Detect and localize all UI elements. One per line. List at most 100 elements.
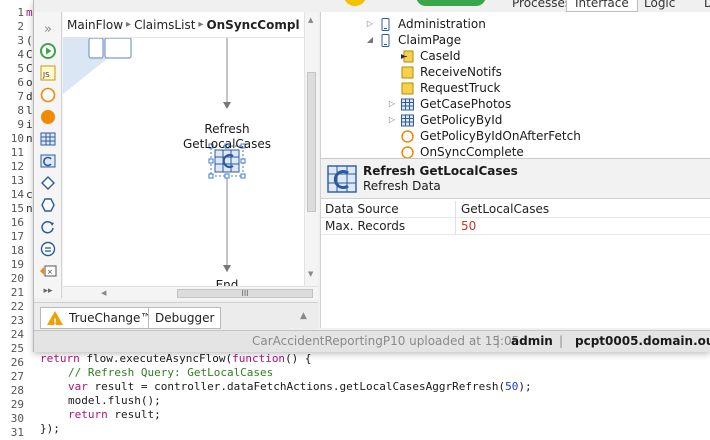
tab-processes[interactable]: Processes: [512, 0, 572, 10]
expand-icon[interactable]: ▷: [388, 115, 396, 124]
tab-truechange[interactable]: ! TrueChange™: [40, 307, 160, 329]
publish-button-edge[interactable]: [416, 0, 486, 6]
line-number: 26: [10, 356, 24, 369]
toolbox-more-icon[interactable]: ▸▸: [43, 286, 53, 296]
breadcrumb-claimslist[interactable]: ClaimsList: [134, 17, 196, 32]
code-line-26: return flow.executeAsyncFlow(function() …: [40, 352, 312, 365]
line-number: 19: [10, 258, 24, 271]
scroll-down-icon[interactable]: ▼: [308, 270, 314, 278]
property-value[interactable]: 50: [461, 219, 477, 233]
code-line-27: // Refresh Query: GetLocalCases: [68, 366, 274, 379]
line-number: 15: [10, 202, 24, 215]
expand-panel-icon[interactable]: ▲: [300, 311, 307, 321]
tree-item-label: Administration: [398, 17, 486, 31]
property-label: Max. Records: [325, 219, 406, 233]
line-number: 16: [10, 216, 24, 229]
line-number: 21: [10, 286, 24, 299]
horizontal-scroll-thumb[interactable]: III: [177, 289, 313, 298]
refresh-node-label-line2: GetLocalCases: [182, 137, 272, 151]
breadcrumb-current[interactable]: OnSyncCompl: [206, 17, 300, 32]
screen-icon: [379, 17, 392, 31]
javascript-tool-icon[interactable]: JS: [39, 64, 57, 82]
tree-item-label: GetCasePhotos: [420, 97, 512, 111]
tree-item-caseid[interactable]: CaseId: [387, 48, 461, 64]
tree-item-getpolicybyid[interactable]: ▷ GetPolicyById: [387, 112, 502, 128]
collapse-toolbox-icon[interactable]: »: [44, 21, 52, 37]
collapse-icon[interactable]: ◢: [366, 35, 374, 44]
aggregate-icon: [401, 114, 414, 127]
destination-tool-icon[interactable]: ×: [39, 262, 57, 280]
tab-data[interactable]: D: [704, 0, 710, 10]
status-server[interactable]: pcpt0005.domain.outsystems: [575, 334, 710, 348]
tree-item-administration[interactable]: ▷ Administration: [365, 16, 486, 32]
aggregate-tool-icon[interactable]: [39, 130, 57, 148]
action-icon: [401, 145, 414, 158]
line-number: 30: [10, 412, 24, 425]
arrow-head-icon: [223, 102, 231, 109]
breadcrumb: MainFlow ▸ ClaimsList ▸ OnSyncCompl ▶: [63, 12, 318, 38]
tree-item-onsynccomplete[interactable]: OnSyncComplete: [387, 144, 524, 158]
switch-tool-icon[interactable]: [39, 196, 57, 214]
tree-item-label: CaseId: [420, 49, 461, 63]
tree-item-label: GetPolicyById: [420, 113, 503, 127]
line-number: 23: [10, 314, 24, 327]
vertical-scrollbar[interactable]: ▲ ▼: [304, 12, 318, 286]
code-line-31: });: [40, 422, 60, 435]
expand-icon[interactable]: ▷: [388, 99, 396, 108]
horizontal-scrollbar[interactable]: ◀ III ▶: [63, 286, 325, 300]
line-number: 20: [10, 272, 24, 285]
tree-item-receivenotifs[interactable]: ReceiveNotifs: [387, 64, 502, 80]
top-tab-strip: Processes Interface Logic D: [34, 0, 710, 12]
flow-canvas[interactable]: Refresh GetLocalCases End: [63, 38, 303, 286]
properties-panel: Refresh GetLocalCases Refresh Data Data …: [320, 158, 710, 328]
status-user[interactable]: admin: [511, 334, 553, 348]
breadcrumb-mainflow[interactable]: MainFlow: [67, 17, 124, 32]
line-number: 4: [17, 48, 24, 61]
scroll-left-icon[interactable]: ◀: [101, 289, 107, 297]
line-number: 25: [10, 342, 24, 355]
tab-debugger[interactable]: Debugger: [148, 307, 222, 329]
line-number: 28: [10, 384, 24, 397]
flow-canvas-panel: MainFlow ▸ ClaimsList ▸ OnSyncCompl ▶: [63, 12, 325, 300]
studio-window: Processes Interface Logic D » JS: [33, 0, 710, 352]
line-number: 1: [17, 6, 24, 19]
property-row-max-records[interactable]: Max. Records 50: [321, 218, 710, 235]
for-each-tool-icon[interactable]: [39, 218, 57, 236]
tree-item-label: OnSyncComplete: [420, 145, 524, 158]
line-number: 5: [17, 62, 24, 75]
assign-tool-icon[interactable]: [39, 240, 57, 258]
if-tool-icon[interactable]: [39, 174, 57, 192]
expand-icon[interactable]: ▷: [366, 19, 374, 28]
tree-item-getpolicybyidonafterfetch[interactable]: GetPolicyByIdOnAfterFetch: [387, 128, 581, 144]
tree-item-getcasephotos[interactable]: ▷ GetCasePhotos: [387, 96, 511, 112]
property-row-data-source[interactable]: Data Source GetLocalCases: [321, 201, 710, 218]
run-client-action-tool-icon[interactable]: [39, 86, 57, 104]
code-line-29: model.flush();: [68, 394, 161, 407]
property-value[interactable]: GetLocalCases: [461, 202, 550, 216]
line-number: 17: [10, 230, 24, 243]
tree-item-requesttruck[interactable]: RequestTruck: [387, 80, 500, 96]
line-number: 7: [17, 90, 24, 103]
breadcrumb-separator-icon: ▸: [126, 19, 132, 30]
tree-item-claimpage[interactable]: ◢ClaimPage: [365, 32, 461, 48]
line-number: 9: [17, 118, 24, 131]
flow-diagram: [63, 38, 246, 272]
status-separator: |: [496, 334, 501, 348]
end-node-label[interactable]: End: [215, 278, 239, 286]
line-number: 14: [10, 188, 24, 201]
status-bar: CarAccidentReportingP10 uploaded at 15:0…: [34, 330, 710, 352]
tab-interface[interactable]: Interface: [566, 0, 638, 12]
line-number: 11: [10, 146, 24, 159]
scroll-up-icon[interactable]: ▲: [308, 16, 314, 24]
line-number: 10: [10, 132, 24, 145]
tab-logic[interactable]: Logic: [644, 0, 676, 10]
vertical-scroll-thumb[interactable]: [307, 72, 316, 212]
code-line-30: return result;: [68, 408, 161, 421]
refresh-data-tool-icon[interactable]: [39, 152, 57, 170]
run-server-action-tool-icon[interactable]: [39, 108, 57, 126]
svg-text:JS: JS: [42, 71, 50, 79]
svg-text:×: ×: [47, 268, 53, 276]
line-number: 13: [10, 174, 24, 187]
input-parameter-icon: [401, 50, 414, 63]
start-tool-icon[interactable]: [39, 42, 57, 60]
